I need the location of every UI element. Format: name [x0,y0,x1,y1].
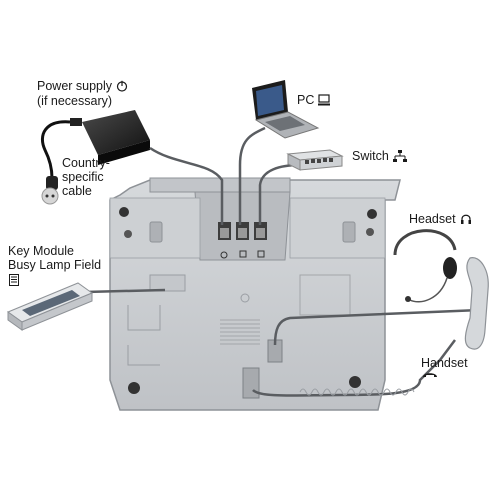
key-module-device [6,282,94,331]
pc-laptop [252,80,320,139]
headset-icon [460,214,471,224]
key-module-label-2: Busy Lamp Field [8,258,102,272]
key-module-icon [9,274,19,286]
power-supply-unit [40,110,150,205]
if-necessary-label: (if necessary) [37,94,113,108]
power-supply-label: Power supply [37,79,128,93]
country-cable-label-2: specific [62,170,104,184]
pc-label: PC [297,93,331,107]
connection-cables [84,126,481,397]
handset-device [464,257,489,350]
network-switch [286,149,344,171]
computer-icon [318,94,331,106]
switch-label: Switch [352,149,407,163]
power-icon [116,80,128,92]
handset-coiled-cord [299,388,415,396]
handset-label: Handset [421,356,468,370]
network-switch-icon [392,150,407,162]
headset-label: Headset [409,212,472,226]
key-module-label-1: Key Module [8,244,75,258]
phone-base [109,177,401,411]
headset-device [393,229,457,303]
country-cable-label-3: cable [62,184,92,198]
handset-icon [423,373,437,377]
country-cable-label-1: Country- [62,156,110,170]
